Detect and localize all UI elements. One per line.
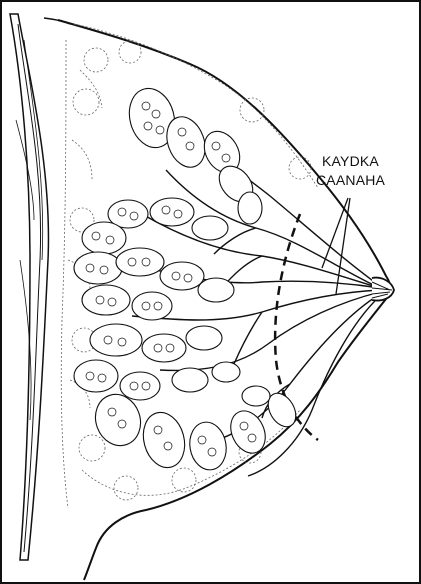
lobules — [74, 83, 301, 472]
label-line-2: CAANAHA — [316, 172, 386, 188]
nipple — [372, 278, 394, 301]
label-line-1: KAYDKA — [322, 153, 379, 169]
chest-wall — [10, 14, 48, 560]
